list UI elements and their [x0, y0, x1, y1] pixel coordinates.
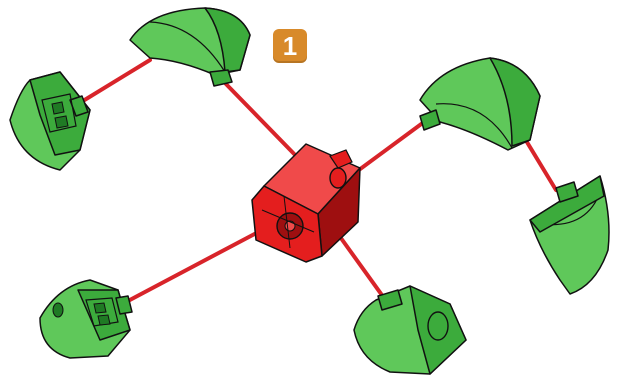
green-quarter-round-bottom [354, 286, 466, 374]
connector-line [126, 230, 262, 302]
connector-line [338, 234, 384, 298]
green-quarter-round-top [130, 8, 250, 86]
green-quarter-round-bottom-left [40, 280, 132, 358]
connector-line [78, 60, 150, 104]
green-quarter-round-right [420, 58, 540, 150]
connector-line [226, 84, 300, 160]
green-quarter-round-left [10, 72, 90, 170]
green-quarter-round-far-right [530, 176, 609, 294]
